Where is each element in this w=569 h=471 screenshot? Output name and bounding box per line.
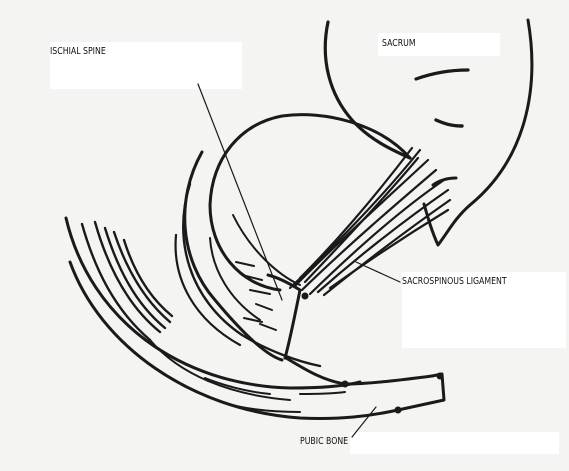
leader-sacrospinous-ligament	[356, 262, 400, 282]
pubic-dot-1	[342, 381, 348, 387]
sacrum-ridge-1	[416, 70, 468, 79]
ligament-fibers	[290, 148, 450, 295]
label-sacrospinous-ligament: SACROSPINOUS LIGAMENT	[402, 276, 507, 287]
sacrum-ridge-2	[436, 120, 462, 126]
pelvic-curve-4	[210, 238, 260, 320]
spine-hatching	[236, 262, 276, 330]
pubic-inner-dash-3	[300, 392, 345, 394]
label-ischial-spine: ISCHIAL SPINE	[50, 46, 106, 57]
pubic-dot-2	[395, 407, 401, 413]
ilium-strokes	[82, 222, 172, 340]
label-pubic-bone: PUBIC BONE	[300, 436, 348, 447]
leader-pubic-bone	[352, 407, 376, 437]
pubic-body-top	[286, 358, 432, 384]
sacrum-right-edge	[424, 20, 532, 245]
label-sacrum: SACRUM	[382, 38, 416, 49]
pubic-dot-3	[437, 373, 443, 379]
ligament-attachment	[302, 293, 308, 299]
